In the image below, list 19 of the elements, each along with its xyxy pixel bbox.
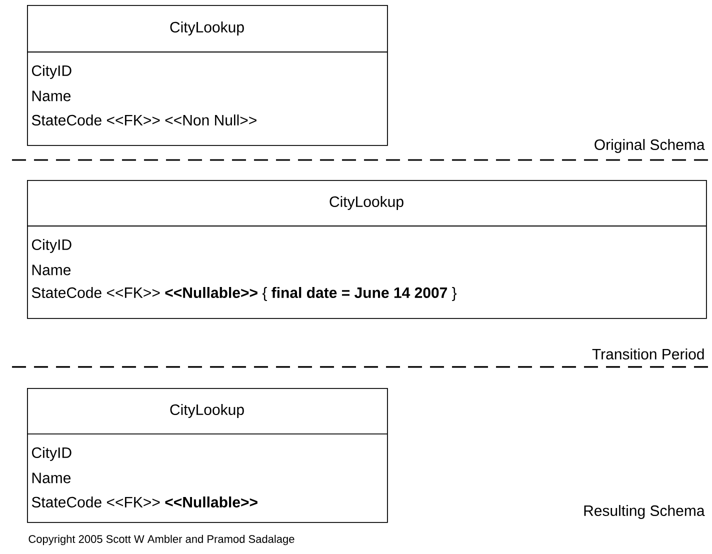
class-name: CityLookup: [170, 22, 244, 36]
class-name: CityLookup: [170, 404, 244, 418]
attribute: CityID: [32, 239, 72, 253]
class-box: [26, 388, 388, 523]
attribute: Name: [32, 90, 71, 102]
attribute: Name: [32, 472, 71, 484]
attribute: StateCode <<FK>> <<Nullable>> { final date = June 14 2007 }: [32, 287, 457, 301]
class-name: CityLookup: [330, 196, 404, 210]
section-label: Resulting Schema: [584, 505, 705, 519]
attribute: CityID: [32, 65, 72, 79]
class-box: [26, 5, 388, 146]
class-box: [26, 180, 707, 319]
attribute: StateCode <<FK>> <<Non Null>>: [32, 114, 256, 126]
attribute: CityID: [32, 447, 72, 461]
attribute: Name: [32, 264, 71, 276]
attribute: StateCode <<FK>> <<Nullable>>: [32, 496, 258, 508]
section-label: Original Schema: [594, 139, 705, 153]
copyright-note: Copyright 2005 Scott W Ambler and Pramod Sadalage: [28, 534, 294, 546]
section-label: Transition Period: [592, 348, 704, 360]
